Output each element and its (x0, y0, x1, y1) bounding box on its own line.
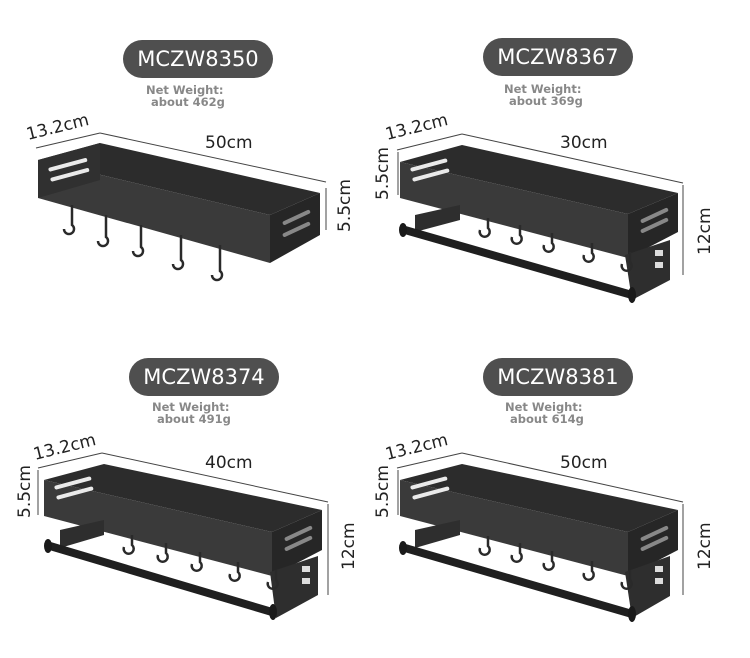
model-badge: MCZW8350 (123, 40, 273, 78)
height-dimension: 5.5cm (373, 147, 393, 200)
net-weight: Net Weight: about 491g (152, 401, 231, 425)
net-weight-label: Net Weight: (505, 400, 583, 414)
product-panel-mczw8374: MCZW8374 Net Weight: about 491g 13.2cm 4… (0, 320, 360, 640)
depth-dimension: 13.2cm (383, 430, 450, 465)
net-weight-value: about 614g (510, 412, 584, 426)
product-panel-mczw8367: MCZW8367 Net Weight: about 369g 13.2cm 3… (370, 0, 730, 320)
height-dimension: 5.5cm (15, 465, 35, 518)
spice-rack-image: 13.2cm 40cm 5.5cm 12cm (15, 430, 359, 620)
net-weight-value: about 462g (151, 95, 225, 109)
total-height-dimension: 12cm (695, 207, 715, 255)
total-height-dimension: 12cm (695, 522, 715, 570)
spice-rack-image: 13.2cm 50cm 5.5cm 12cm (373, 430, 715, 622)
height-dimension: 5.5cm (373, 465, 393, 518)
length-dimension: 30cm (560, 133, 608, 153)
height-dimension: 5.5cm (335, 179, 355, 232)
net-weight: Net Weight: about 614g (505, 401, 584, 425)
net-weight-value: about 369g (509, 94, 583, 108)
total-height-dimension: 12cm (339, 522, 359, 570)
net-weight: Net Weight: about 462g (146, 84, 225, 108)
spice-rack-image: 13.2cm 30cm 5.5cm 12cm (373, 110, 715, 303)
depth-dimension: 13.2cm (31, 430, 98, 465)
product-panel-mczw8381: MCZW8381 Net Weight: about 614g 13.2cm 5… (370, 320, 730, 640)
length-dimension: 50cm (205, 133, 253, 153)
net-weight-label: Net Weight: (504, 82, 582, 96)
length-dimension: 50cm (560, 453, 608, 473)
product-panel-mczw8350: MCZW8350 Net Weight: about 462g 13.2cm 5… (0, 0, 360, 320)
length-dimension: 40cm (205, 453, 253, 473)
net-weight-value: about 491g (157, 412, 231, 426)
depth-dimension: 13.2cm (24, 110, 91, 145)
model-badge: MCZW8367 (483, 38, 633, 76)
net-weight-label: Net Weight: (146, 83, 224, 97)
model-badge: MCZW8374 (129, 358, 279, 396)
model-badge: MCZW8381 (483, 358, 633, 396)
net-weight: Net Weight: about 369g (504, 83, 583, 107)
net-weight-label: Net Weight: (152, 400, 230, 414)
spice-rack-image: 13.2cm 50cm 5.5cm (24, 110, 355, 282)
